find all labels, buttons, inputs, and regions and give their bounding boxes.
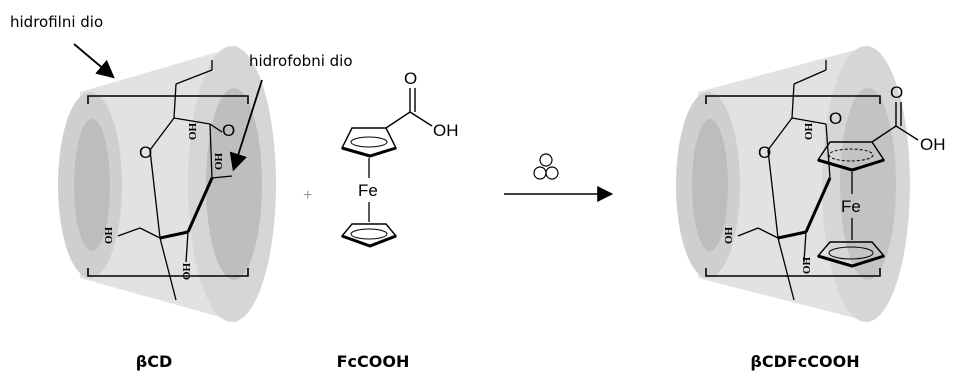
complex-hydroxyl-6: OH: [723, 226, 735, 244]
ultrasound-bubbles-icon: [533, 153, 559, 180]
complex-hydroxyl-1: OH: [803, 122, 815, 140]
cd-bottom-bracket: [87, 268, 249, 277]
complex-iron: Fe: [841, 197, 861, 216]
cd-glycosidic-oxygen: O: [222, 121, 235, 140]
cd-hydroxyl-1: OH: [187, 122, 199, 140]
fc-iron: Fe: [358, 181, 378, 200]
complex-hydroxyl-acid: OH: [920, 135, 946, 154]
glucose-unit: [117, 60, 233, 301]
hydrophilic-label: hidrofilni dio: [10, 13, 103, 31]
cd-hydroxyl-3: OH: [181, 262, 193, 280]
cd-ring-oxygen: O: [139, 143, 152, 162]
cd-hydroxyl-2: OH: [213, 152, 225, 170]
cd-cavity: [206, 88, 262, 280]
hydrophobic-pointer: [229, 79, 263, 172]
complex-hydroxyl-3: OH: [801, 256, 813, 274]
fc-hydroxyl: OH: [433, 121, 459, 140]
beta-cd-structure: O O OH OH OH OH: [58, 46, 276, 322]
cd-top-bracket: [87, 95, 249, 104]
caption-fccooh: FcCOOH: [337, 352, 410, 371]
complex-ring-oxygen: O: [758, 143, 771, 162]
cd-hydroxyl-6: OH: [103, 226, 115, 244]
hydrophobic-label: hidrofobni dio: [249, 52, 353, 70]
caption-beta-cd: βCD: [136, 352, 172, 371]
fccooh-structure: [340, 88, 433, 248]
fc-carbonyl-oxygen: O: [404, 69, 417, 88]
complex-carbonyl-oxygen: O: [890, 83, 903, 102]
hydrophilic-pointer: [73, 43, 115, 79]
caption-complex: βCDFcCOOH: [750, 352, 859, 371]
cd-inner-ring: [74, 119, 110, 251]
complex-structure: O O OH OH OH O OH Fe: [676, 46, 946, 322]
plus-sign: +: [303, 187, 312, 204]
complex-glycosidic-oxygen: O: [829, 109, 842, 128]
